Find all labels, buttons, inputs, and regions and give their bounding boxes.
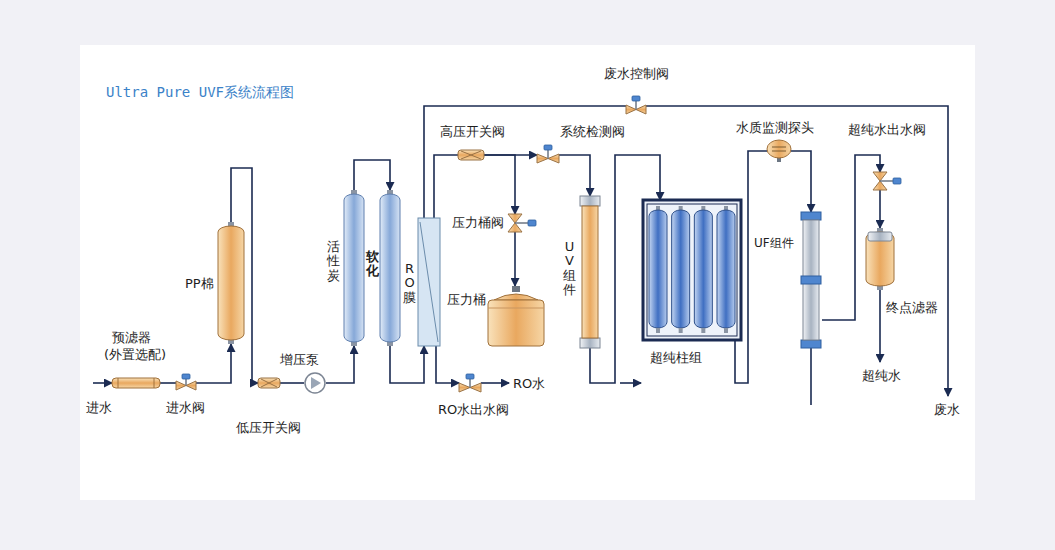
component-label: 高压开关阀 [440,124,505,139]
component: 超纯水出水阀 [871,172,889,190]
component: 系统检测阀 [537,145,559,163]
component: PP棉 [218,222,244,344]
component-label: 超纯柱组 [650,350,702,365]
component-shape [258,376,280,390]
component-label: 软化 [366,250,379,279]
pipe-connector [390,346,424,383]
component-shape [344,190,364,346]
component: 压力桶 [488,286,544,346]
component-label: UV组件 [563,240,576,297]
component-label: UF组件 [754,236,794,251]
pipe-connector [354,160,390,190]
component-shape [380,190,400,346]
component-shape [304,372,326,394]
component-label: 增压泵 [280,352,319,367]
column-inlet-stub [620,382,641,384]
component: 水质监测探头 [767,140,791,162]
component-shape [418,218,440,346]
component: 超纯柱组 [643,200,741,340]
component-label: 压力桶 [447,292,486,307]
component: 进水阀 [176,374,196,390]
component-shape [579,196,601,348]
component-label: 预滤器 [112,330,151,345]
uf-drain-pipe [810,348,812,405]
component-label: 低压开关阀 [236,420,301,435]
component: 预滤器(外置选配) [112,378,160,388]
component: UF组件 [800,212,822,348]
component-label: (外置选配) [104,347,166,362]
component: RO膜 [418,218,440,346]
component: RO水出水阀 [459,374,481,392]
component-label: PP棉 [185,276,214,291]
component-shape [767,140,791,162]
component-label: 超纯水出水阀 [848,122,926,137]
component-shape [643,200,741,340]
pipe-connector [434,155,458,218]
component-label: 压力桶阀 [452,215,504,230]
component-label: 进水阀 [166,400,205,415]
component-shape [459,374,481,392]
flow-label: RO水 [513,376,545,391]
pipe-connector [559,155,590,196]
component: 软化 [380,190,400,346]
component: 活性炭 [344,190,364,346]
pipe-connector [791,151,811,212]
component: 低压开关阀 [258,376,280,390]
component-shape [506,214,524,232]
ultrapure-outlet-pipe [879,290,881,362]
component-label: 活性炭 [327,240,340,283]
component-shape [800,212,822,348]
ro-outlet-pipe [481,382,509,384]
layout-pipes [93,106,948,405]
component-shape [626,96,646,114]
component: UV组件 [579,196,601,348]
component-shape [537,145,559,163]
pipe-connector [484,155,515,214]
pipe-connector [196,344,231,383]
flow-label: 进水 [86,400,112,415]
component: 终点滤器 [866,228,894,290]
inlet-pipe [93,382,112,384]
component-shape [176,374,196,390]
pipe-connector [879,190,881,228]
component-label: 终点滤器 [886,300,938,315]
flow-label: 废水 [934,402,960,417]
component-label: 废水控制阀 [604,66,669,81]
white-panel [80,45,975,500]
diagram-title: Ultra Pure UVF系统流程图 [106,84,294,102]
component-shape [871,172,889,190]
component-label: RO膜 [403,262,416,305]
flow-label: 超纯水 [862,368,901,383]
component-label: RO水出水阀 [438,402,509,417]
pipe-connector [326,346,354,383]
component: 增压泵 [304,372,326,394]
pipe-connector [436,346,459,383]
pipe-connector [160,382,176,384]
component: 废水控制阀 [626,96,646,114]
component-label: 水质监测探头 [736,120,814,135]
component: 高压开关阀 [458,148,484,162]
component-shape [218,222,244,344]
component-shape [488,286,544,346]
component-shape [866,228,894,290]
component-shape [458,148,484,162]
pipe-connector [280,382,304,384]
component-shape [112,378,160,388]
pipe-connector [514,232,516,286]
component: 压力桶阀 [506,214,524,232]
component-label: 系统检测阀 [560,124,625,139]
pipe-connector [424,106,626,218]
